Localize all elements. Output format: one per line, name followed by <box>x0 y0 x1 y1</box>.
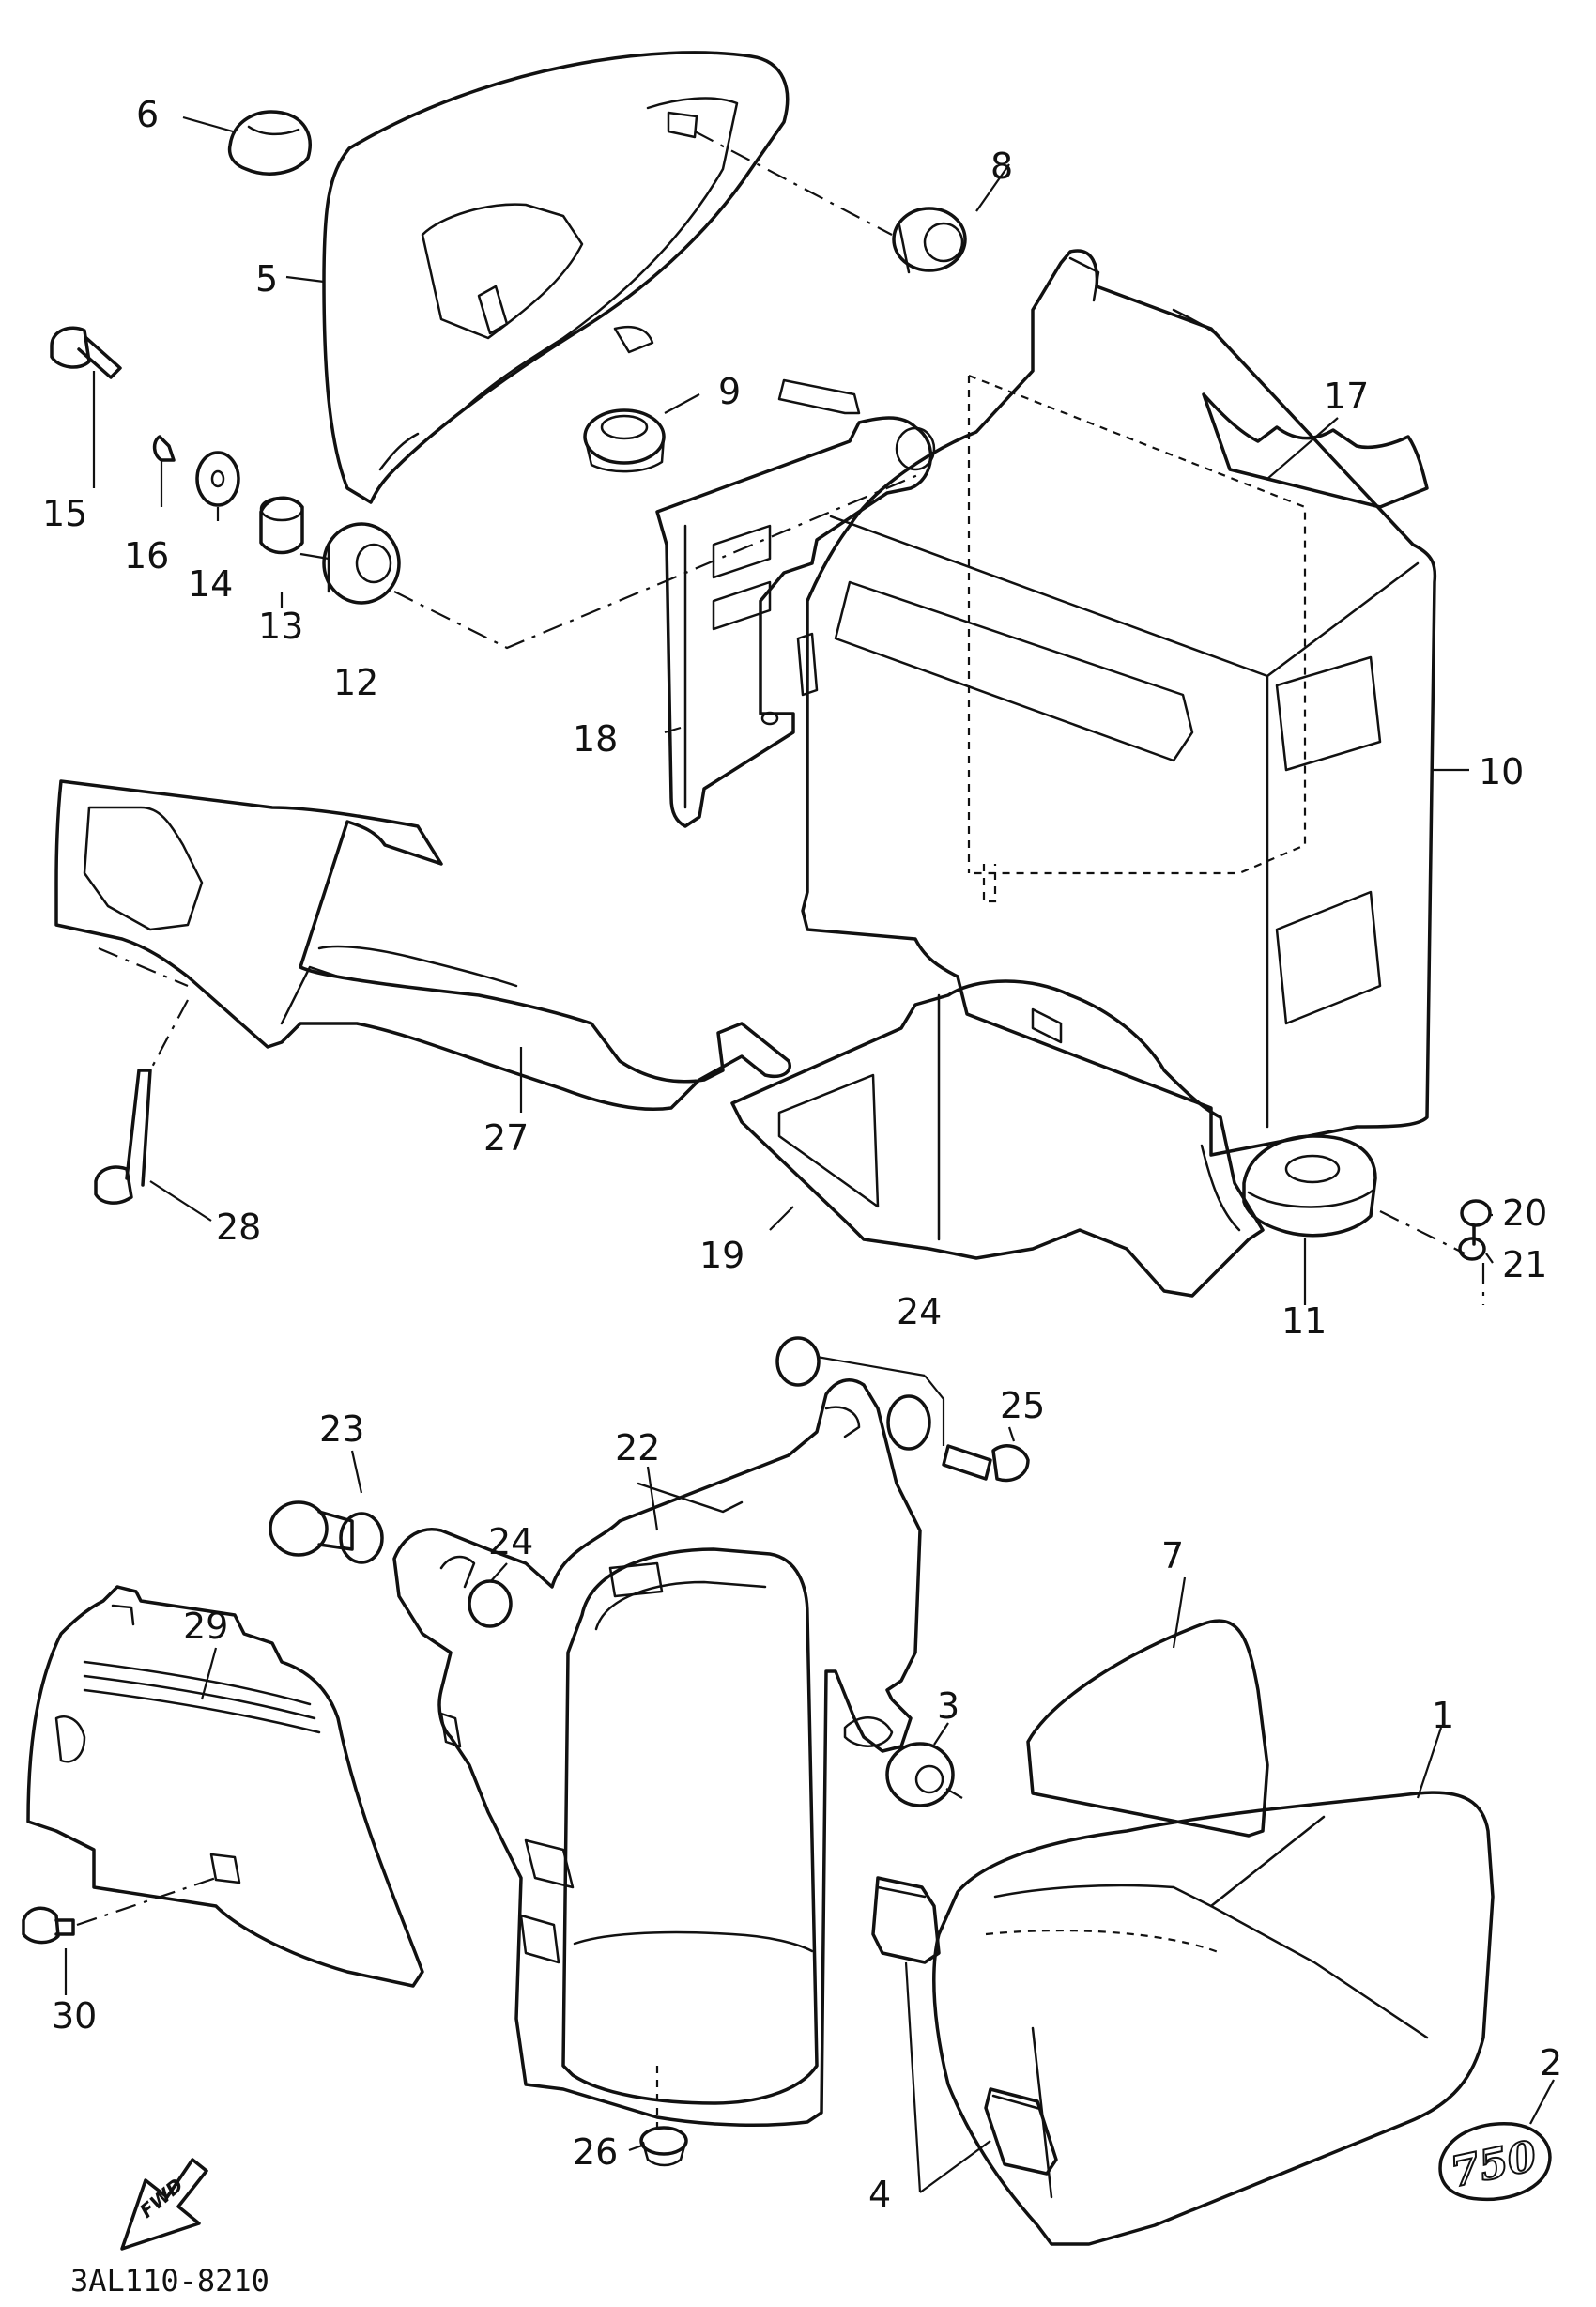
callout-16: 16 <box>124 535 169 577</box>
part-14-washer <box>195 451 240 507</box>
assembly-lines <box>76 131 1485 1927</box>
part-20-screw <box>1460 1199 1492 1246</box>
part-7-plate <box>1026 1619 1269 1838</box>
callout-2: 2 <box>1540 2042 1562 2084</box>
part-22-box-assembly <box>392 1378 922 2131</box>
callout-12: 12 <box>333 662 378 703</box>
emblem-text: 750 <box>1447 2132 1542 2197</box>
part-12-grommet <box>322 522 401 605</box>
callout-5: 5 <box>255 258 278 300</box>
part-10-battery-box <box>801 249 1437 1157</box>
part-28-bolt <box>94 1069 152 1205</box>
part-24-washer-upper <box>775 1336 821 1387</box>
part-4-clip-lower <box>984 2087 1058 2176</box>
leader-lines <box>64 115 1555 2193</box>
catalog-code: 3AL110-8210 <box>70 2263 269 2299</box>
callout-19: 19 <box>699 1235 744 1276</box>
callout-28: 28 <box>216 1207 261 1248</box>
callout-29: 29 <box>183 1606 228 1647</box>
callout-14: 14 <box>188 563 233 605</box>
part-13-collar <box>259 496 304 555</box>
callout-4: 4 <box>868 2174 891 2215</box>
callout-10: 10 <box>1479 751 1524 792</box>
callout-1: 1 <box>1432 1695 1454 1736</box>
callout-8: 8 <box>990 146 1013 187</box>
part-9-grommet <box>583 408 666 473</box>
part-25-bolt <box>942 1444 1030 1483</box>
callout-17: 17 <box>1324 376 1369 417</box>
part-24-washer-right <box>886 1394 931 1451</box>
part-15-bolt <box>50 326 122 379</box>
callout-15: 15 <box>42 493 87 534</box>
callout-23: 23 <box>319 1408 364 1450</box>
part-2-emblem: 750 <box>1438 2122 1552 2202</box>
callout-25: 25 <box>1000 1385 1045 1426</box>
callout-22: 22 <box>615 1427 660 1469</box>
part-4-clip-upper <box>871 1876 941 1964</box>
callout-24-upper: 24 <box>897 1291 942 1332</box>
part-11-grommet <box>1242 1134 1377 1238</box>
part-24-washer-lower <box>468 1579 513 1628</box>
callout-30: 30 <box>52 1995 97 2037</box>
part-6-grommet <box>227 110 312 176</box>
callout-6: 6 <box>136 94 159 135</box>
part-18-bracket <box>655 378 936 828</box>
callout-3: 3 <box>937 1685 959 1727</box>
callout-27: 27 <box>483 1117 529 1159</box>
part-8-grommet <box>892 207 967 274</box>
callout-24-lower: 24 <box>488 1521 533 1562</box>
part-23-bolt <box>269 1500 384 1564</box>
callout-20: 20 <box>1502 1192 1547 1234</box>
part-21-nut <box>1458 1237 1486 1261</box>
part-1-right-side-cover <box>932 1791 1495 2246</box>
part-27-tray <box>54 779 791 1112</box>
part-19-lower-bracket <box>730 979 1265 1298</box>
callout-11: 11 <box>1281 1300 1327 1342</box>
callout-7: 7 <box>1161 1535 1184 1576</box>
callout-21: 21 <box>1502 1244 1547 1285</box>
part-26-grommet <box>639 2126 688 2167</box>
callout-13: 13 <box>258 606 303 647</box>
callout-9: 9 <box>718 371 741 412</box>
part-30-screw <box>22 1906 75 1945</box>
callout-26: 26 <box>573 2131 618 2173</box>
callout-labels: 1 2 3 4 5 6 7 8 9 10 11 12 13 14 15 16 1… <box>42 94 1562 2215</box>
forward-arrow-icon: FWD <box>120 2158 208 2251</box>
callout-18: 18 <box>573 718 618 760</box>
part-29-left-cover <box>26 1585 424 1988</box>
part-5-upper-cover <box>322 51 790 504</box>
part-16-clip <box>152 435 176 462</box>
part-3-grommet <box>885 1742 955 1807</box>
